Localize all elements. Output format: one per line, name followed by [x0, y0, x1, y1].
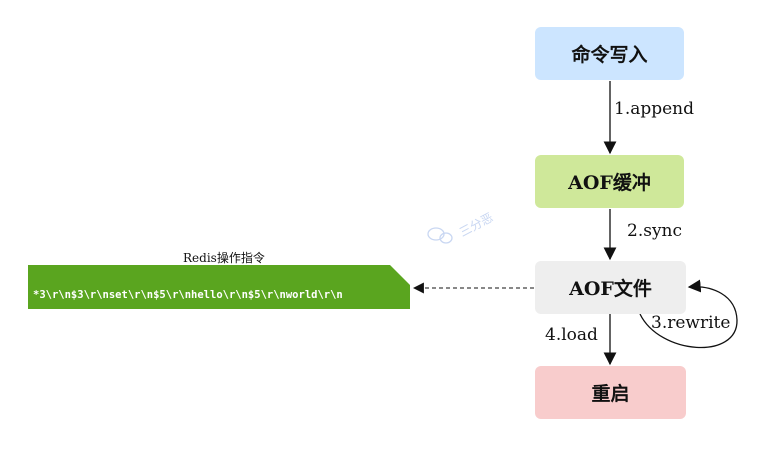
- restart-label: 重启: [591, 383, 630, 405]
- aof-file-node: AOF文件: [535, 261, 686, 314]
- sync-label: 2.sync: [627, 221, 683, 241]
- watermark-logo: [427, 227, 453, 244]
- command-write-label: 命令写入: [571, 44, 648, 66]
- rewrite-label: 3.rewrite: [651, 313, 731, 333]
- restart-node: 重启: [535, 366, 686, 419]
- operation-note-banner: [28, 265, 410, 309]
- aof-file-label: AOF文件: [569, 278, 652, 300]
- aof-buffer-node: AOF缓冲: [535, 155, 684, 208]
- aof-buffer-label: AOF缓冲: [568, 172, 651, 194]
- note-title: Redis操作指令: [183, 251, 265, 265]
- load-label: 4.load: [545, 325, 598, 345]
- command-write-node: 命令写入: [535, 27, 684, 80]
- rewrite-loop-arrow: [639, 279, 738, 349]
- append-label: 1.append: [614, 99, 695, 119]
- note-command-text: *3\r\n$3\r\nset\r\n$5\r\nhello\r\n$5\r\n…: [33, 289, 343, 301]
